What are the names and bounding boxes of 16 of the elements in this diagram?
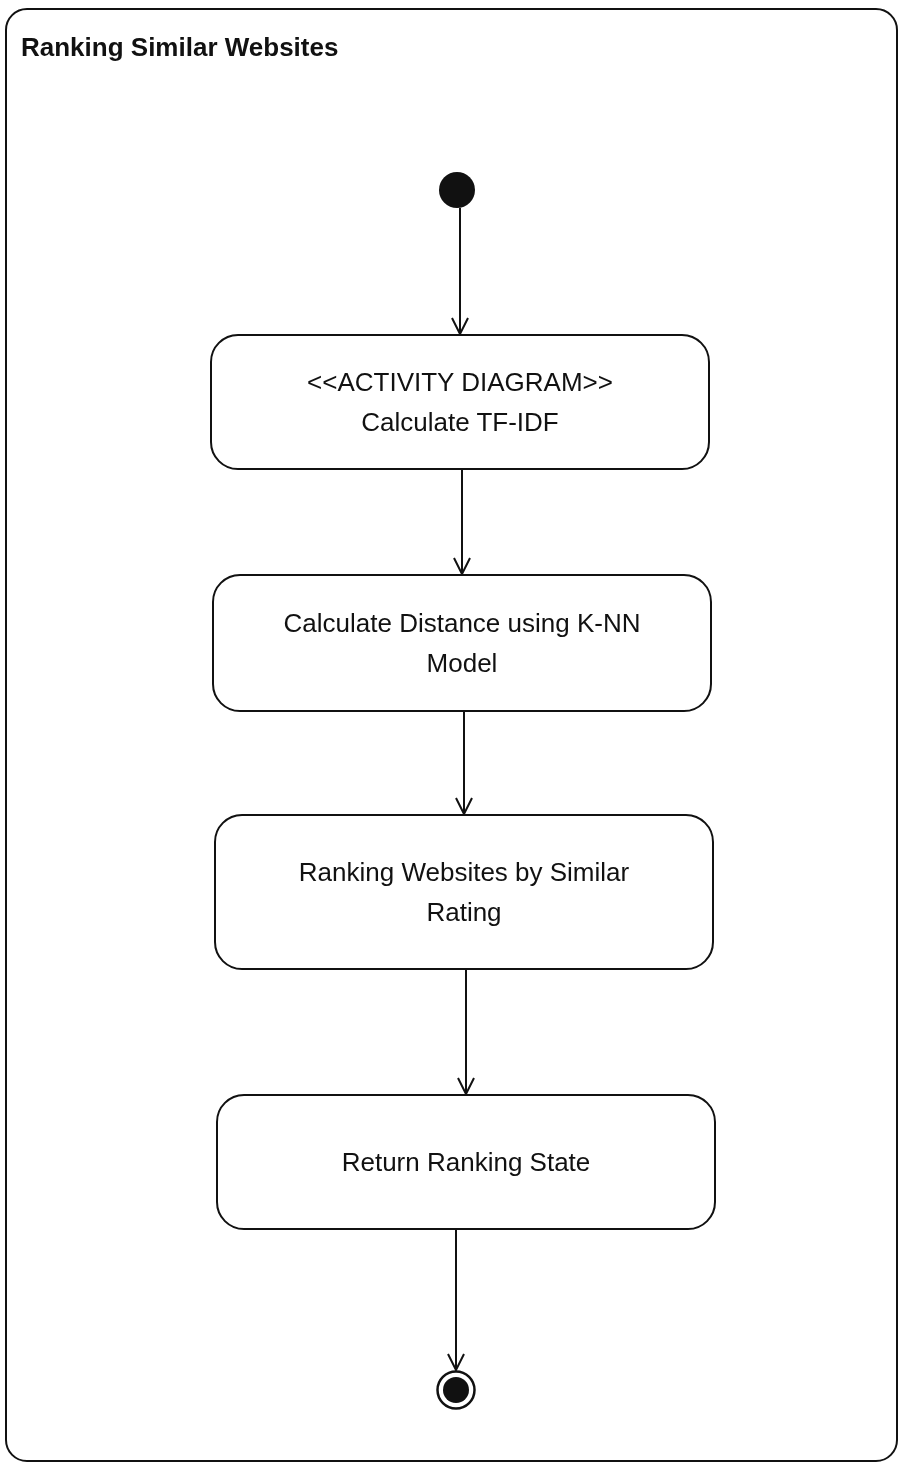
activity-frame — [5, 8, 898, 1462]
activity-label: Ranking Websites by Similar Rating — [297, 855, 631, 929]
activity-box — [216, 1094, 716, 1230]
arrow — [457, 969, 475, 1095]
stereotype-label: <<ACTIVITY DIAGRAM>> — [307, 365, 613, 399]
activity-box — [212, 574, 712, 712]
arrow — [451, 207, 469, 335]
arrow — [455, 711, 473, 815]
activity-box — [210, 334, 710, 470]
activity-label: Calculate TF-IDF — [361, 406, 559, 439]
arrow — [447, 1229, 465, 1371]
activity-box — [214, 814, 714, 970]
arrow — [453, 469, 471, 575]
activity-label: Return Ranking State — [341, 1145, 591, 1179]
activity-label: Calculate Distance using K-NN Model — [282, 606, 642, 680]
frame-title: Ranking Similar Websites — [21, 32, 339, 63]
